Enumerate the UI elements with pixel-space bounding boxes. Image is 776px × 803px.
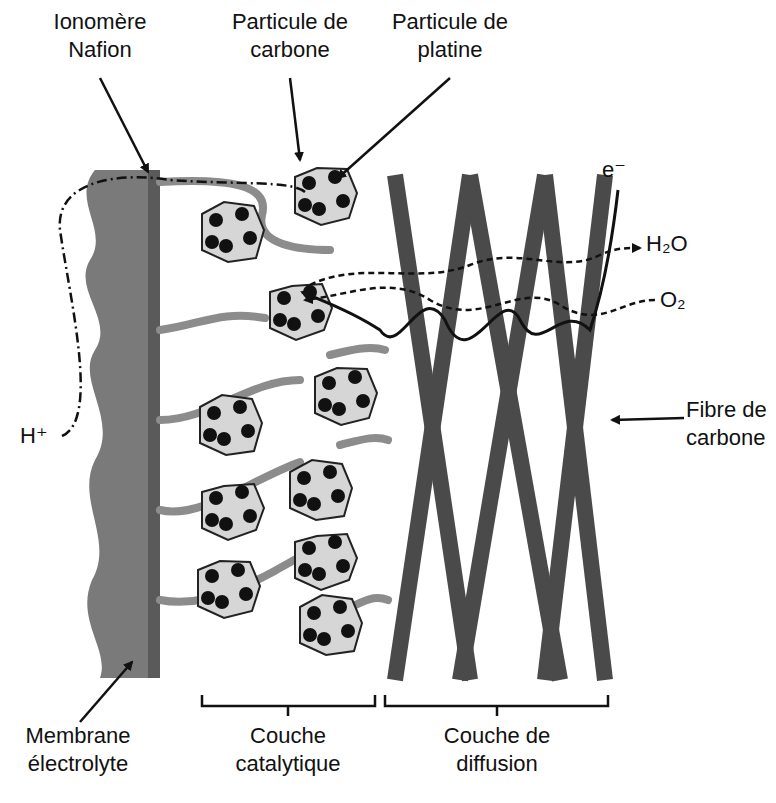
carbon-particle [200, 395, 262, 455]
carbon-particle [295, 168, 357, 225]
platinum-particle [219, 239, 233, 253]
platinum-particle [312, 567, 326, 581]
platinum-particle [331, 489, 345, 503]
platinum-particle [312, 202, 326, 216]
platinum-particle [277, 291, 291, 305]
part-label: Ionomère Nafion [30, 8, 170, 64]
platinum-particle [293, 493, 307, 507]
platinum-particle [311, 309, 325, 323]
platinum-particle [201, 591, 215, 605]
carbon-fibres [395, 175, 605, 680]
platinum-particle [333, 600, 347, 614]
platinum-particle [298, 563, 312, 577]
platinum-particle [205, 235, 219, 249]
platinum-particle [287, 317, 301, 331]
carbon-particle [290, 460, 352, 520]
layer-label: Couche de diffusion [422, 722, 572, 778]
part-label: Fibre de carbone [686, 396, 772, 452]
platinum-particle [356, 394, 370, 408]
platinum-particle [215, 595, 229, 609]
carbon-particle [270, 284, 332, 340]
platinum-particle [233, 400, 247, 414]
carbon-particle [300, 595, 362, 655]
platinum-particle [336, 194, 350, 208]
electron-path [302, 190, 618, 340]
ionomer-strands [160, 181, 388, 610]
carbon-particles [198, 168, 377, 655]
platinum-particle [207, 406, 221, 420]
platinum-particle [298, 198, 312, 212]
oxygen-path [305, 288, 655, 315]
leader-lines [80, 78, 684, 722]
platinum-particle [323, 465, 337, 479]
platinum-particle [209, 213, 223, 227]
water-path [310, 248, 640, 285]
platinum-particle [302, 541, 316, 555]
platinum-particle [209, 491, 223, 505]
species-label: O₂ [660, 286, 710, 314]
platinum-particle [302, 176, 316, 190]
platinum-particle [231, 563, 245, 577]
carbon-particle [198, 561, 260, 618]
proton-path [60, 177, 305, 436]
carbon-particle [202, 202, 264, 262]
platinum-particle [336, 559, 350, 573]
species-label: H⁺ [20, 422, 64, 450]
part-label: Particule de platine [378, 8, 522, 64]
platinum-particle [243, 231, 257, 245]
platinum-particle [307, 497, 321, 511]
platinum-particle [235, 207, 249, 221]
platinum-particle [307, 606, 321, 620]
platinum-particle [322, 376, 336, 390]
platinum-particle [235, 485, 249, 499]
platinum-particle [348, 370, 362, 384]
platinum-particle [318, 398, 332, 412]
carbon-particle [315, 368, 377, 425]
species-label: e⁻ [602, 156, 642, 184]
platinum-particle [203, 428, 217, 442]
platinum-particle [205, 569, 219, 583]
platinum-particle [341, 624, 355, 638]
platinum-particle [297, 471, 311, 485]
species-label: H₂O [646, 230, 716, 258]
part-label: Particule de carbone [218, 8, 362, 64]
platinum-particle [243, 509, 257, 523]
platinum-particle [219, 517, 233, 531]
platinum-particle [273, 313, 287, 327]
platinum-particle [239, 587, 253, 601]
platinum-particle [317, 632, 331, 646]
platinum-particle [241, 424, 255, 438]
platinum-particle [217, 432, 231, 446]
platinum-particle [205, 513, 219, 527]
carbon-particle [202, 484, 264, 540]
platinum-particle [303, 628, 317, 642]
carbon-particle [295, 534, 357, 590]
layer-label: Couche catalytique [214, 722, 362, 778]
membrane [85, 170, 150, 678]
part-label: Membrane électrolyte [2, 722, 154, 778]
layer-brackets [202, 695, 608, 716]
platinum-particle [332, 402, 346, 416]
platinum-particle [328, 535, 342, 549]
